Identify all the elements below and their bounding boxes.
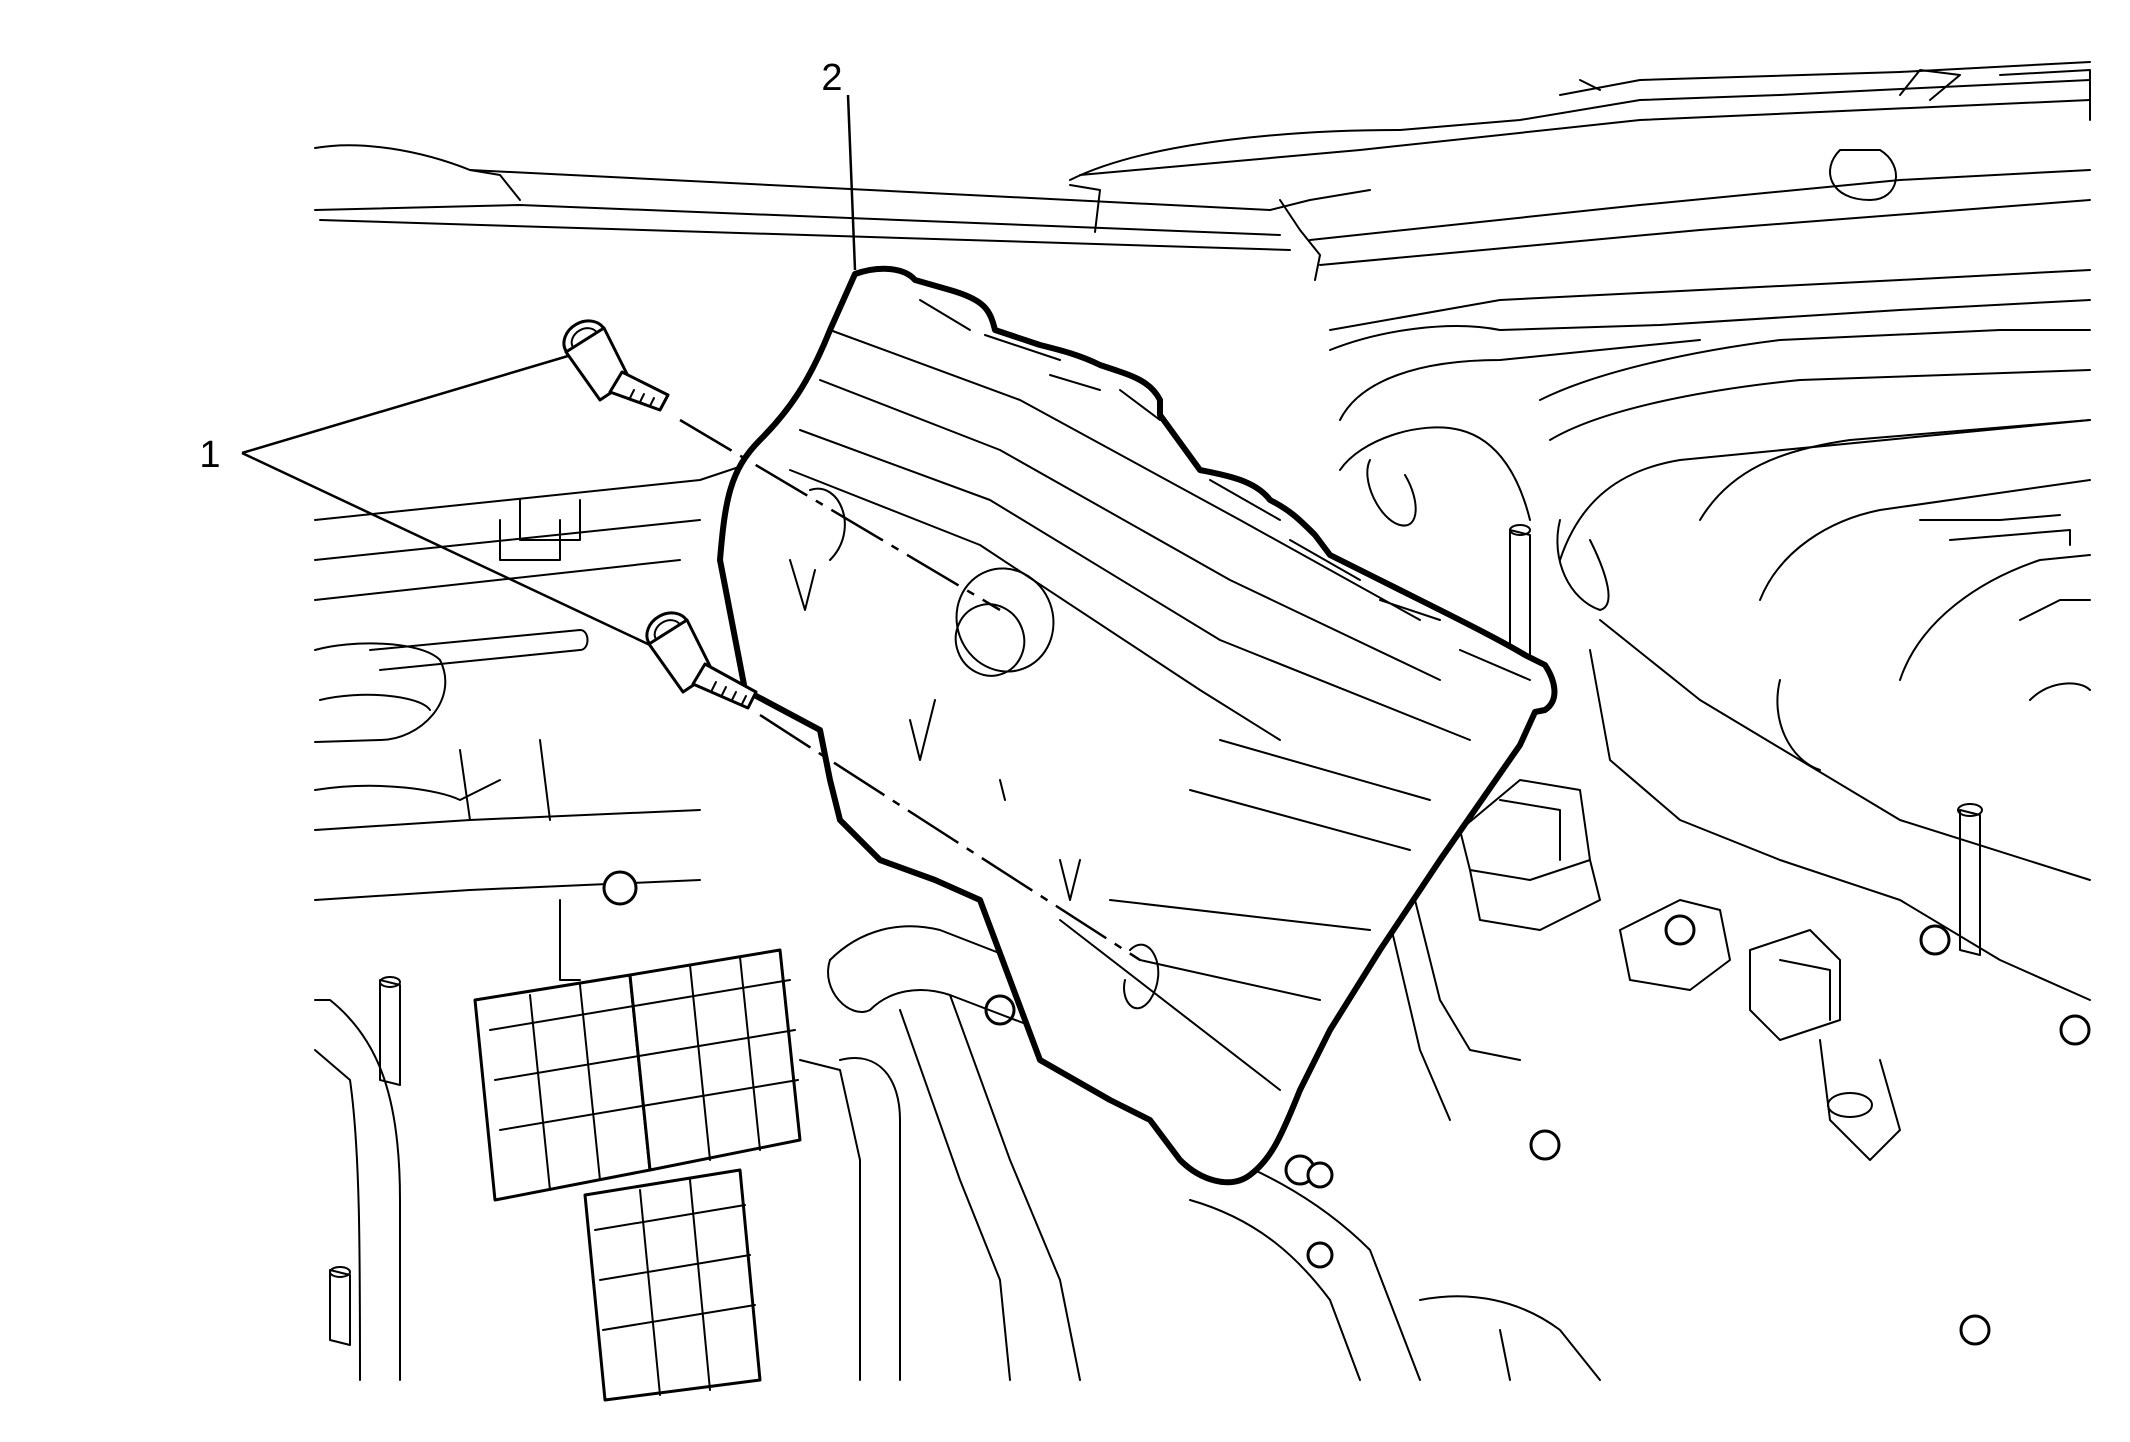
callout-label-1: 1 — [199, 434, 220, 476]
callout-leaders — [241, 94, 857, 647]
callout-label-2: 2 — [821, 57, 842, 99]
leader-1-upper — [241, 354, 569, 455]
intake-manifold — [1329, 269, 2091, 1001]
leader-1-lower — [241, 451, 651, 647]
alignment-lines — [679, 418, 1141, 962]
engine-cover-outline — [717, 265, 1558, 1186]
bolt-lower — [645, 611, 758, 710]
leader-2 — [846, 94, 857, 271]
left-structures — [314, 459, 761, 1381]
cowl-panel — [314, 61, 2091, 281]
hose — [827, 925, 1601, 1381]
bolt-upper — [562, 319, 670, 412]
engine-cover — [717, 265, 1558, 1186]
